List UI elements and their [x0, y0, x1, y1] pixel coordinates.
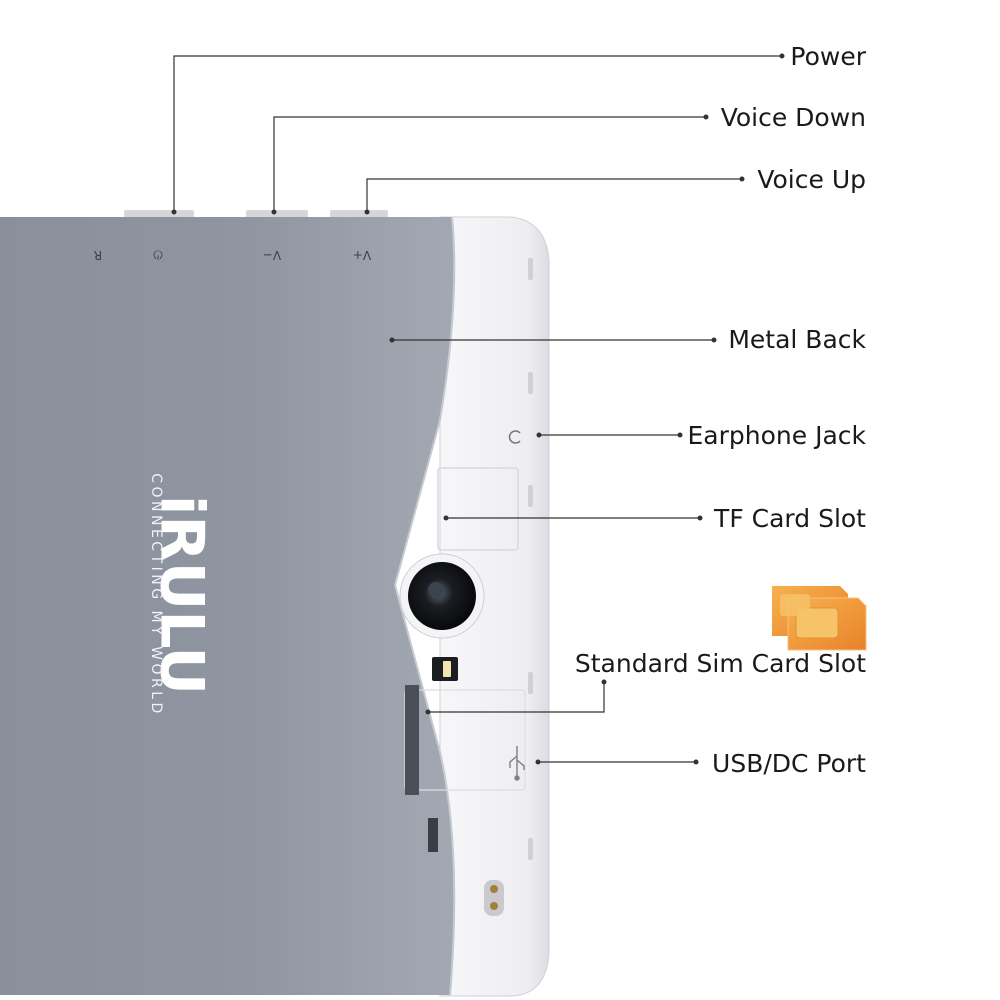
metal-edge-highlight — [393, 216, 456, 996]
power-button[interactable] — [124, 210, 194, 218]
sim-slot-opening — [405, 685, 419, 795]
side-buttons — [124, 210, 388, 218]
callout-voice-up: Voice Up — [757, 165, 866, 194]
cap-seam-middle — [528, 485, 533, 507]
flash-icon — [432, 657, 458, 681]
callout-usb-dc-port: USB/DC Port — [712, 749, 866, 778]
earphone-jack-icon — [508, 430, 521, 444]
camera-icon — [408, 562, 476, 630]
callout-power: Power — [790, 42, 866, 71]
brand-tagline: CONNECTING MY WORLD — [148, 473, 164, 717]
cap-seam-upper — [528, 372, 533, 394]
usb-icon — [509, 746, 525, 781]
voice-down-leader — [273, 116, 706, 212]
contact-pad — [484, 880, 504, 916]
power-leader — [173, 55, 782, 212]
contact-pin-bottom — [490, 902, 498, 910]
leader-lines — [173, 55, 782, 763]
sim-card-icon — [772, 586, 867, 651]
sim-card-leader — [428, 682, 605, 713]
power-icon: ⏻ — [153, 248, 163, 262]
cap-seam-top — [528, 258, 533, 280]
voice-up-leader — [366, 178, 742, 212]
tf-card-slot-cover — [437, 467, 519, 551]
volume-up-mark: V+ — [353, 248, 371, 262]
callout-voice-down: Voice Down — [721, 103, 866, 132]
plastic-end-cap — [439, 216, 550, 997]
camera-lens-glint — [428, 582, 444, 598]
cap-seam-lower — [528, 672, 533, 694]
callout-earphone-jack: Earphone Jack — [688, 421, 867, 450]
brand-logo: iRULU — [146, 495, 216, 695]
contact-pin-top — [490, 885, 498, 893]
leader-dots — [171, 53, 785, 765]
reset-mark: R — [94, 248, 102, 262]
volume-down-mark: V− — [263, 248, 281, 262]
metal-back-panel — [0, 217, 455, 995]
callout-tf-card-slot: TF Card Slot — [713, 504, 866, 533]
rear-camera — [399, 553, 485, 639]
volume-down-button[interactable] — [246, 210, 308, 218]
callout-metal-back: Metal Back — [728, 325, 866, 354]
cap-details — [404, 258, 533, 916]
volume-up-button[interactable] — [330, 210, 388, 218]
speaker-grille — [428, 818, 438, 852]
cap-seam-bottom — [528, 838, 533, 860]
callout-standard-sim-card-slot: Standard Sim Card Slot — [575, 649, 866, 678]
